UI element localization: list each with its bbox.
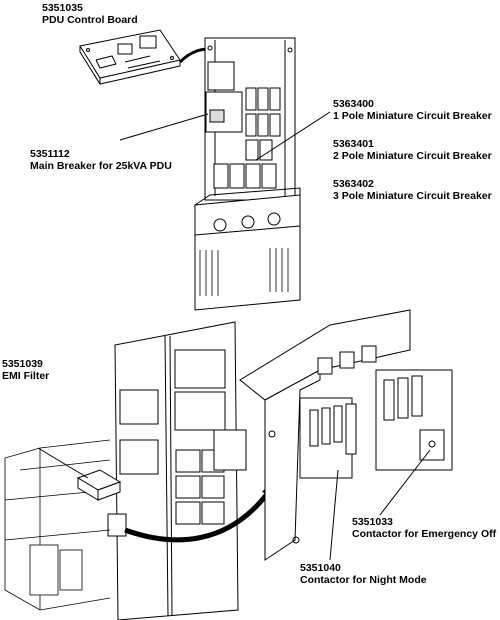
part-number: 5363400	[333, 98, 374, 110]
part-description: Main Breaker for 25kVA PDU	[30, 160, 172, 172]
callout-emergency-off-contactor: 5351033 Contactor for Emergency Off	[352, 516, 496, 540]
leader-main-breaker	[119, 113, 209, 141]
callout-mcb-3pole: 5363402 3 Pole Miniature Circuit Breaker	[333, 178, 492, 202]
part-description: 3 Pole Miniature Circuit Breaker	[333, 190, 492, 202]
part-number: 5363401	[333, 138, 374, 150]
leader-night-mode	[329, 469, 339, 561]
emi-filter-drawing	[76, 469, 122, 501]
part-number: 5363402	[333, 178, 374, 190]
part-number: 5351040	[300, 562, 341, 574]
leader-mcb-1pole	[255, 111, 331, 161]
transformer-box-drawing	[194, 187, 301, 311]
callout-main-breaker: 5351112 Main Breaker for 25kVA PDU	[30, 148, 172, 172]
part-description: PDU Control Board	[42, 14, 138, 26]
callout-mcb-1pole: 5363400 1 Pole Miniature Circuit Breaker	[333, 98, 492, 122]
part-description: Contactor for Night Mode	[300, 574, 427, 586]
part-number: 5351035	[42, 2, 83, 14]
pdu-control-board-drawing	[79, 29, 181, 85]
part-number: 5351112	[30, 148, 70, 160]
part-description: Contactor for Emergency Off	[352, 528, 497, 540]
callout-night-mode-contactor: 5351040 Contactor for Night Mode	[300, 562, 427, 586]
callout-emi-filter: 5351039 EMI Filter	[2, 358, 49, 382]
callout-mcb-2pole: 5363401 2 Pole Miniature Circuit Breaker	[333, 138, 492, 162]
upper-pdu-panel-drawing	[204, 37, 296, 201]
leader-emi-filter	[37, 447, 89, 479]
leader-emergency-off	[379, 449, 431, 516]
contactor-assembly-drawing	[239, 309, 453, 561]
part-description: EMI Filter	[2, 370, 50, 382]
part-number: 5351039	[2, 358, 43, 370]
callout-pdu-control-board: 5351035 PDU Control Board	[42, 2, 138, 26]
cabinet-frame-drawing	[4, 439, 111, 611]
part-number: 5351033	[352, 516, 393, 528]
part-description: 2 Pole Miniature Circuit Breaker	[333, 150, 492, 162]
part-description: 1 Pole Miniature Circuit Breaker	[333, 110, 492, 122]
lower-cabinet-drawing	[107, 321, 247, 620]
assembly-arrow	[124, 488, 273, 543]
